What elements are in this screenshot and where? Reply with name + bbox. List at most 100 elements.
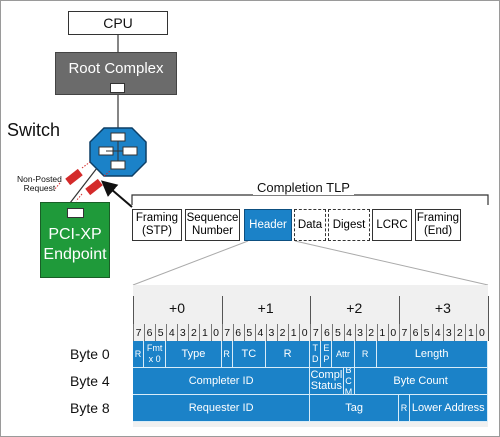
byte-separator bbox=[487, 296, 489, 341]
bit-number: 5 bbox=[423, 327, 430, 339]
cpu-box: CPU bbox=[68, 11, 168, 35]
expand-line-right bbox=[294, 240, 489, 286]
header-field-cell: E P bbox=[321, 341, 333, 368]
tlp-title: Completion TLP bbox=[253, 180, 354, 195]
bit-number: 3 bbox=[268, 327, 275, 339]
bit-number: 0 bbox=[213, 327, 219, 339]
row-label: Byte 4 bbox=[70, 373, 110, 389]
bit-tick bbox=[210, 324, 212, 341]
header-field-cell: Type bbox=[166, 341, 222, 368]
tlp-bracket bbox=[131, 194, 489, 205]
bit-tick bbox=[410, 324, 411, 341]
tlp-arrow bbox=[100, 180, 133, 208]
header-field-cell: TC bbox=[232, 341, 266, 368]
bit-tick bbox=[277, 324, 279, 341]
header-field-cell: Requester ID bbox=[133, 395, 311, 422]
bit-number: 6 bbox=[412, 327, 419, 339]
row-label: Byte 8 bbox=[70, 400, 110, 416]
tlp-field-framing-stp: Framing(STP) bbox=[132, 209, 182, 241]
completion-packet-icon bbox=[75, 170, 111, 202]
bit-number: 5 bbox=[335, 327, 341, 339]
tlp-field-line1: Framing bbox=[416, 212, 460, 224]
bit-tick bbox=[288, 324, 290, 341]
bit-tick bbox=[465, 324, 467, 341]
bit-number: 1 bbox=[202, 327, 208, 339]
header-field-cell: B C M bbox=[343, 368, 355, 395]
row-label: Byte 0 bbox=[70, 346, 110, 362]
request-label-line2: Request bbox=[23, 183, 56, 193]
cpu-label: CPU bbox=[103, 15, 133, 31]
tlp-field-line1: Data bbox=[297, 218, 323, 231]
bit-number: 0 bbox=[390, 327, 397, 339]
bit-tick bbox=[398, 324, 400, 341]
root-complex-box: Root Complex bbox=[55, 52, 177, 95]
bit-tick bbox=[155, 324, 157, 341]
switch-endpoint-line bbox=[69, 167, 98, 204]
endpoint-line1: PCI-XP bbox=[48, 226, 102, 243]
bit-tick bbox=[343, 324, 345, 341]
bit-tick bbox=[254, 324, 256, 341]
bit-tick bbox=[166, 324, 168, 341]
request-packet-icon bbox=[53, 161, 91, 191]
header-field-cell: R bbox=[221, 341, 233, 368]
bit-tick bbox=[376, 324, 378, 341]
bit-number: 6 bbox=[323, 327, 330, 339]
tlp-field-line1: LCRC bbox=[376, 218, 408, 231]
bit-tick bbox=[133, 324, 134, 341]
endpoint-box: PCI-XP Endpoint bbox=[40, 202, 110, 278]
bit-tick bbox=[387, 324, 389, 341]
root-complex-label: Root Complex bbox=[68, 60, 164, 77]
header-field-cell: Completer ID bbox=[133, 368, 311, 395]
bit-tick bbox=[443, 324, 445, 341]
bit-tick bbox=[177, 324, 179, 341]
request-label-line1: Non-Posted bbox=[17, 174, 62, 184]
byte-header: +0 bbox=[169, 300, 185, 316]
byte-separator bbox=[398, 296, 400, 341]
bit-number: 2 bbox=[368, 327, 375, 339]
bit-number: 1 bbox=[379, 327, 386, 339]
byte-separator bbox=[310, 296, 312, 341]
tlp-field-framing-end: Framing(End) bbox=[415, 209, 461, 241]
tlp-field-line1: Digest bbox=[332, 218, 366, 231]
endpoint-port-slot bbox=[67, 208, 84, 218]
switch-label: Switch bbox=[7, 120, 61, 140]
bit-number: 4 bbox=[257, 327, 264, 339]
bit-tick bbox=[232, 324, 234, 341]
tlp-field-lcrc: LCRC bbox=[372, 209, 412, 241]
tlp-field-line2: (STP) bbox=[141, 225, 173, 237]
bit-tick bbox=[432, 324, 434, 341]
header-field-cell: Fmt x 0 bbox=[144, 341, 167, 368]
bit-number: 6 bbox=[235, 327, 242, 339]
bit-tick bbox=[199, 324, 201, 341]
bit-number: 5 bbox=[246, 327, 253, 339]
tlp-field-header: Header bbox=[244, 209, 292, 241]
tlp-field-line1: Framing bbox=[135, 212, 179, 224]
bit-number: 2 bbox=[190, 327, 197, 339]
header-field-cell: Compl Status bbox=[310, 368, 344, 395]
bit-number: 4 bbox=[434, 327, 441, 339]
bit-number: 3 bbox=[357, 327, 364, 339]
header-field-cell: R bbox=[398, 395, 410, 422]
bit-number: 7 bbox=[401, 327, 408, 339]
bit-number: 3 bbox=[179, 327, 186, 339]
bit-number: 1 bbox=[467, 327, 474, 339]
bit-number: 2 bbox=[456, 327, 463, 339]
header-field-cell: Length bbox=[376, 341, 488, 368]
bit-number: 3 bbox=[445, 327, 452, 339]
expand-line-left bbox=[132, 240, 249, 286]
bit-tick bbox=[332, 324, 334, 341]
header-field-cell: Lower Address bbox=[410, 395, 488, 422]
bit-number: 1 bbox=[290, 327, 297, 339]
header-field-cell: R bbox=[354, 341, 377, 368]
bit-tick bbox=[476, 324, 478, 341]
byte-header: +1 bbox=[257, 300, 274, 316]
tlp-field-line1: Sequence bbox=[186, 212, 239, 224]
root-port-slot bbox=[110, 83, 125, 93]
bit-tick bbox=[421, 324, 423, 341]
bit-tick bbox=[243, 324, 245, 341]
header-field-cell: Attr bbox=[332, 341, 355, 368]
header-field-cell: T D bbox=[310, 341, 322, 368]
endpoint-line2: Endpoint bbox=[43, 246, 107, 263]
